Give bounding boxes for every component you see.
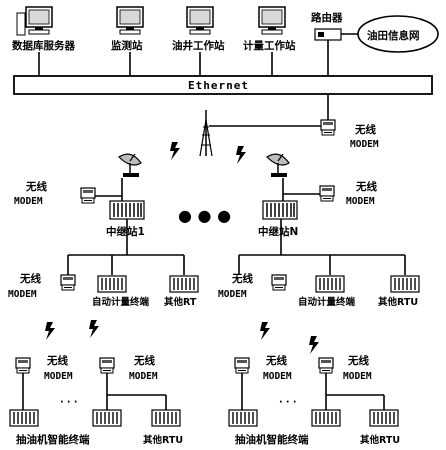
bottom-right-a-mode-label: MODEM <box>263 371 292 382</box>
bottom-right-b-mode-label: MODEM <box>343 371 372 382</box>
db-server-computer <box>16 6 53 36</box>
relay1-modem-mode-label: MODEM <box>14 196 43 207</box>
relayN-modem <box>319 185 335 202</box>
bottom-left-b-mode-label: MODEM <box>129 371 158 382</box>
antenna-tower <box>199 110 213 157</box>
relay-station-1 <box>109 200 145 220</box>
oilfield-network-label: 油田信息网 <box>367 29 420 42</box>
metering-workstation-computer <box>258 6 286 35</box>
pump-terminal-right-b <box>311 409 341 427</box>
right-row-modem <box>271 274 287 291</box>
auto-metering-label-left: 自动计量终端 <box>92 296 150 308</box>
pump-terminal-label-right: 抽油机智能终端 <box>235 433 309 446</box>
db-server-label: 数据库服务器 <box>11 39 75 52</box>
other-rt-terminal <box>169 275 199 293</box>
bottom-left-modem-a <box>15 357 31 374</box>
other-rtu-terminal-right <box>390 275 420 293</box>
dish-right <box>266 153 290 178</box>
right-row-mode-label: MODEM <box>218 289 247 300</box>
auto-metering-terminal-right <box>315 275 345 293</box>
lightning-lower-2 <box>89 320 99 338</box>
other-rt-label: 其他RT <box>164 296 197 308</box>
monitor-station-label: 监测站 <box>111 39 143 52</box>
bottom-left-modem-b <box>99 357 115 374</box>
lightning-lower-3 <box>260 322 270 340</box>
other-rtu-label-right: 其他RTU <box>378 296 418 308</box>
bottom-right-a-wireless-label: 无线 <box>265 354 287 367</box>
bottom-right-modem-a <box>234 357 250 374</box>
bottom-left-ellipsis: · · · <box>60 397 77 408</box>
oilfield-network-cloud <box>357 15 439 53</box>
well-workstation-label: 油井工作站 <box>172 39 225 52</box>
ethernet-label: Ethernet <box>188 79 249 92</box>
lightning-left-top <box>170 142 180 160</box>
well-workstation-computer <box>186 6 214 35</box>
bottom-right-b-wireless-label: 无线 <box>347 354 369 367</box>
pump-terminal-label-left: 抽油机智能终端 <box>16 433 90 446</box>
bottom-left-a-mode-label: MODEM <box>44 371 73 382</box>
left-row-wireless-label: 无线 <box>19 272 41 285</box>
relay-station-1-label: 中继站1 <box>106 225 145 238</box>
other-rtu-label-bottom-right: 其他RTU <box>360 434 400 446</box>
relay-station-n-label: 中继站N <box>258 225 298 238</box>
auto-metering-label-right: 自动计量终端 <box>298 296 356 308</box>
relayN-modem-mode-label: MODEM <box>346 196 375 207</box>
ethernet-bus <box>13 75 433 95</box>
base-modem-mode-label: MODEM <box>350 139 379 150</box>
base-modem <box>320 119 336 136</box>
relay-ellipsis: ● ● ● <box>178 206 231 225</box>
other-rtu-label-bottom-left: 其他RTU <box>143 434 183 446</box>
relayN-modem-wireless-label: 无线 <box>355 180 377 193</box>
lightning-lower-4 <box>309 336 319 354</box>
lightning-right-top <box>236 146 246 164</box>
other-rtu-terminal-bottom-left <box>151 409 181 427</box>
router-label: 路由器 <box>311 11 343 24</box>
base-modem-wireless-label: 无线 <box>354 123 376 136</box>
bottom-right-ellipsis: · · · <box>279 397 296 408</box>
lightning-lower-1 <box>45 322 55 340</box>
relay1-modem-wireless-label: 无线 <box>25 180 47 193</box>
left-row-modem <box>60 274 76 291</box>
bottom-left-b-wireless-label: 无线 <box>133 354 155 367</box>
relay-station-n <box>262 200 298 220</box>
auto-metering-terminal-left <box>97 275 127 293</box>
pump-terminal-left-b <box>92 409 122 427</box>
right-row-wireless-label: 无线 <box>231 272 253 285</box>
dish-left <box>118 153 142 178</box>
bottom-left-a-wireless-label: 无线 <box>46 354 68 367</box>
other-rtu-terminal-bottom-right <box>369 409 399 427</box>
metering-workstation-label: 计量工作站 <box>243 39 296 52</box>
monitor-station-computer <box>116 6 144 35</box>
pump-terminal-right-a <box>228 409 258 427</box>
relay1-modem <box>80 187 96 204</box>
bottom-right-modem-b <box>318 357 334 374</box>
left-row-mode-label: MODEM <box>8 289 37 300</box>
router-device <box>314 28 342 41</box>
pump-terminal-left-a <box>9 409 39 427</box>
